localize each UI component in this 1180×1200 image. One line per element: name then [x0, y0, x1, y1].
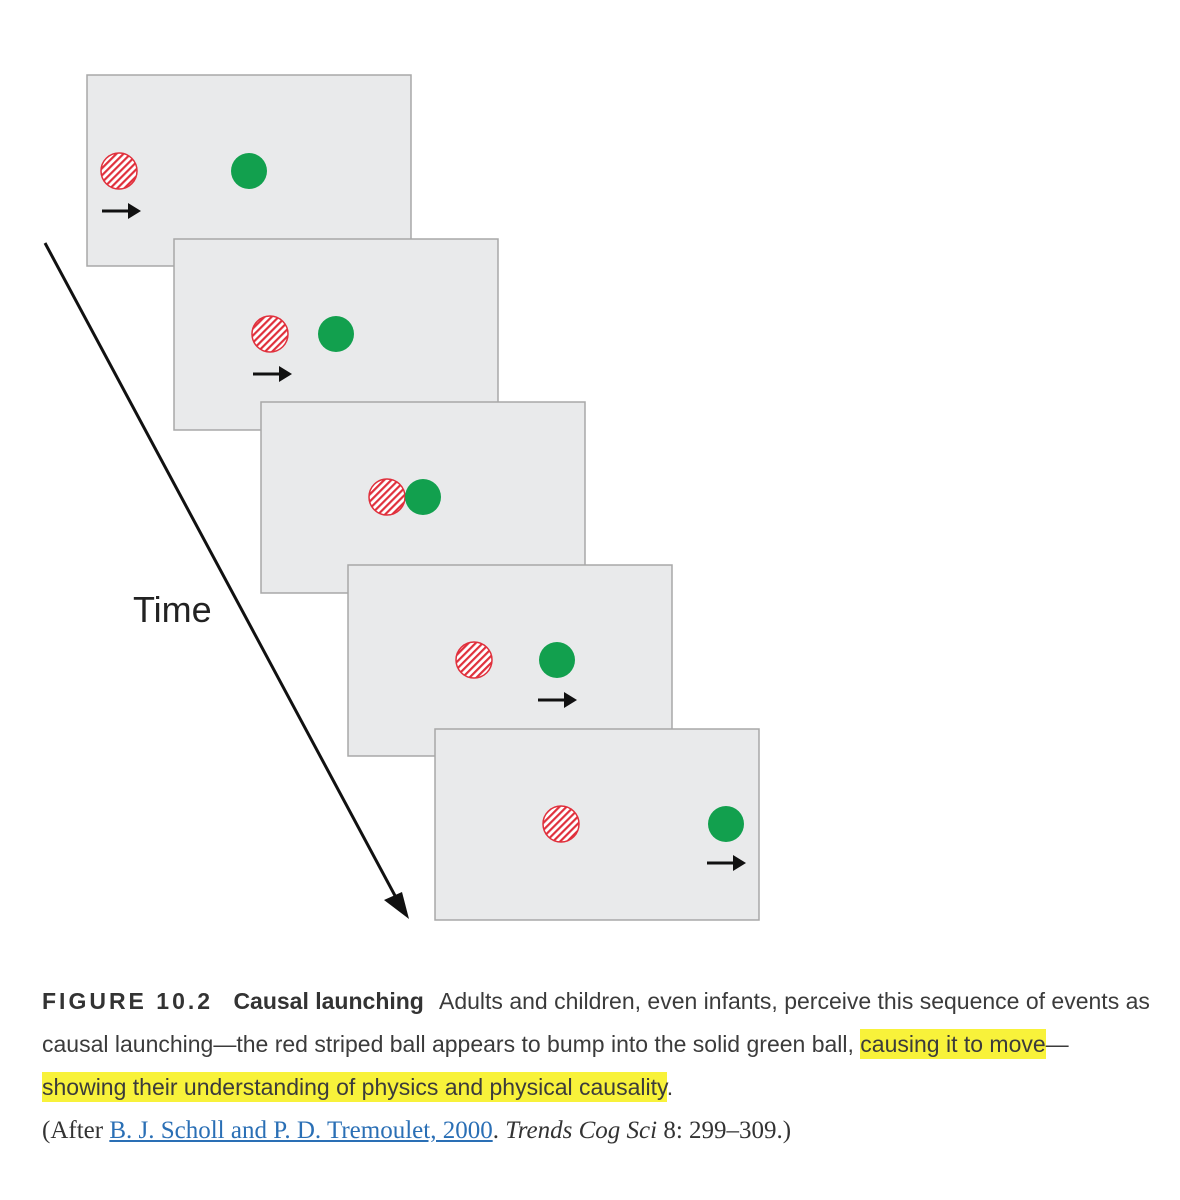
green-ball: [708, 806, 744, 842]
red-striped-ball: [455, 641, 493, 679]
highlighted-text: showing their understanding of physics a…: [42, 1072, 667, 1102]
causal-launching-diagram: Time: [43, 74, 760, 921]
citation-open: (After: [42, 1117, 110, 1144]
citation-link[interactable]: B. J. Scholl and P. D. Tremoulet, 2000: [109, 1117, 493, 1144]
figure-number: FIGURE 10.2: [42, 988, 214, 1014]
frame-4: [347, 564, 673, 757]
motion-arrow-icon: [538, 692, 577, 708]
green-ball: [539, 642, 575, 678]
caption-paragraph: FIGURE 10.2 Causal launching Adults and …: [42, 980, 1152, 1109]
figure-title: Causal launching: [233, 988, 424, 1014]
frame-4-background: [347, 564, 673, 757]
frame-1: [86, 74, 412, 267]
caption-dash: —: [1045, 1031, 1069, 1057]
green-ball: [318, 316, 354, 352]
motion-arrow-icon: [253, 366, 292, 382]
caption-period: .: [666, 1074, 674, 1100]
red-striped-ball: [542, 805, 580, 843]
motion-arrow-icon: [102, 203, 141, 219]
red-striped-ball: [368, 478, 406, 516]
time-arrow-line: [43, 242, 402, 906]
green-ball: [405, 479, 441, 515]
frame-5: [434, 728, 760, 921]
frame-2: [173, 238, 499, 431]
citation: (After B. J. Scholl and P. D. Tremoulet,…: [42, 1109, 1152, 1152]
figure-caption: FIGURE 10.2 Causal launching Adults and …: [42, 980, 1152, 1152]
caption-text: Adults and children, even infants, perce…: [42, 988, 1150, 1057]
motion-arrow-icon: [707, 855, 746, 871]
citation-journal: Trends Cog Sci: [505, 1117, 658, 1144]
frame-5-background: [434, 728, 760, 921]
highlighted-text: causing it to move: [860, 1029, 1046, 1059]
time-label: Time: [133, 589, 212, 630]
citation-details: 8: 299–309.): [657, 1117, 792, 1144]
red-striped-ball: [100, 152, 138, 190]
red-striped-ball: [251, 315, 289, 353]
citation-separator: .: [492, 1117, 506, 1144]
time-arrowhead: [384, 892, 409, 919]
green-ball: [231, 153, 267, 189]
frame-3: [260, 401, 586, 594]
